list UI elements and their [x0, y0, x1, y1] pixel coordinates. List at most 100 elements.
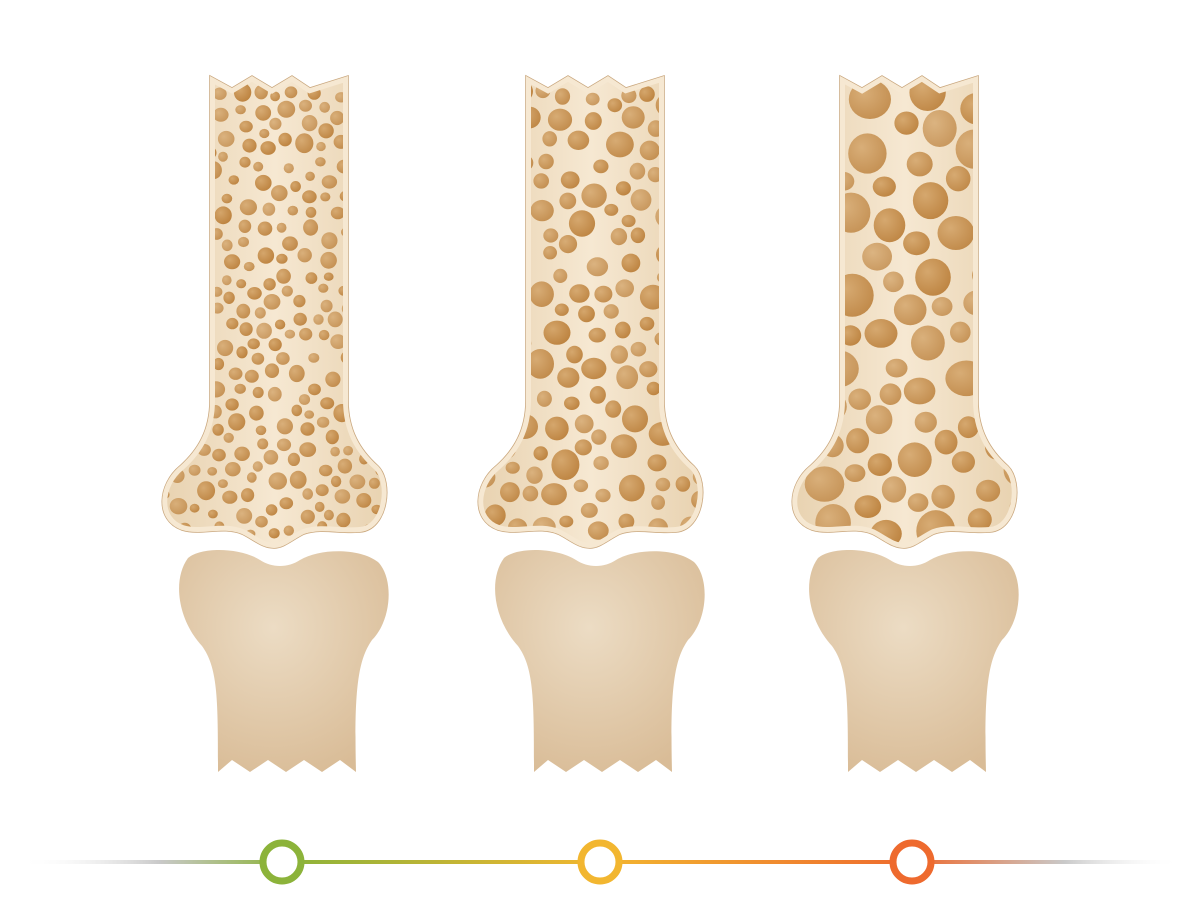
pore — [578, 305, 595, 323]
pore — [607, 98, 623, 113]
pore — [262, 202, 276, 216]
pore — [214, 206, 232, 225]
pore — [293, 294, 306, 308]
pore — [530, 199, 554, 222]
pore — [325, 429, 339, 445]
pore — [298, 394, 311, 405]
pore — [189, 503, 200, 513]
pore — [184, 261, 199, 275]
pore — [629, 162, 646, 180]
pore — [506, 262, 527, 281]
pore — [228, 175, 240, 185]
pore — [180, 285, 193, 299]
pore — [217, 130, 235, 147]
pore — [568, 210, 596, 237]
pore — [487, 123, 502, 140]
pore — [610, 345, 628, 364]
pore — [246, 472, 257, 483]
pore — [356, 291, 370, 305]
pore — [315, 484, 329, 497]
pore — [506, 377, 528, 396]
pore — [313, 314, 324, 325]
pore — [915, 258, 951, 296]
pore — [542, 131, 557, 147]
pore — [303, 219, 319, 236]
pore — [591, 429, 607, 445]
pore — [249, 405, 264, 421]
bone-svg — [791, 74, 1019, 772]
pore — [558, 235, 578, 254]
pore — [353, 104, 364, 114]
pore — [792, 218, 811, 253]
pore — [630, 227, 646, 244]
pore — [372, 294, 384, 307]
pore — [478, 251, 492, 269]
pore — [308, 383, 321, 396]
pore — [588, 327, 606, 343]
pore — [323, 509, 334, 521]
pore — [234, 446, 250, 461]
pore — [236, 279, 247, 289]
pore — [281, 285, 293, 297]
pore — [212, 423, 224, 436]
pore — [276, 352, 290, 365]
pore — [320, 299, 333, 313]
pore — [950, 321, 971, 343]
pore — [1016, 334, 1017, 358]
pore — [615, 321, 631, 339]
pore — [536, 390, 552, 407]
pore — [178, 414, 195, 433]
pore — [903, 231, 930, 256]
pore — [605, 400, 622, 418]
pore — [276, 418, 293, 435]
pore — [566, 345, 583, 364]
pore — [584, 112, 602, 130]
pore — [165, 365, 181, 379]
pore — [162, 110, 176, 129]
pore — [304, 410, 315, 419]
pore — [243, 261, 255, 272]
pore — [174, 240, 192, 255]
pore — [239, 199, 257, 216]
pore — [287, 205, 299, 216]
pore — [255, 425, 267, 436]
pore — [217, 479, 228, 488]
pore — [238, 236, 249, 248]
pore — [293, 312, 307, 326]
pore — [594, 285, 613, 303]
pore — [242, 138, 257, 153]
pore — [551, 449, 580, 481]
pore — [367, 230, 383, 245]
pore — [922, 110, 957, 147]
pore — [300, 422, 315, 436]
pore — [177, 206, 188, 218]
pore — [894, 111, 919, 135]
pore — [181, 138, 196, 151]
timeline-marker-osteopenia — [577, 839, 623, 885]
pore — [351, 144, 364, 156]
pore — [187, 366, 202, 380]
pore — [380, 424, 387, 440]
pore — [197, 279, 210, 291]
pore — [574, 414, 594, 434]
pore — [385, 345, 387, 361]
pore — [302, 488, 313, 500]
pore — [308, 353, 320, 363]
pore — [844, 464, 866, 482]
pore — [236, 303, 251, 319]
pore — [366, 390, 383, 406]
pore — [501, 146, 517, 160]
pore — [287, 452, 300, 466]
pore — [808, 148, 831, 172]
pore — [483, 188, 500, 202]
pore — [276, 438, 292, 452]
pore — [241, 488, 255, 503]
pore — [639, 316, 655, 331]
pore — [906, 151, 933, 177]
pore — [526, 466, 543, 484]
pore — [319, 464, 333, 477]
pore — [810, 324, 834, 345]
pore — [282, 236, 298, 251]
pore — [492, 407, 511, 427]
pore — [252, 386, 264, 399]
